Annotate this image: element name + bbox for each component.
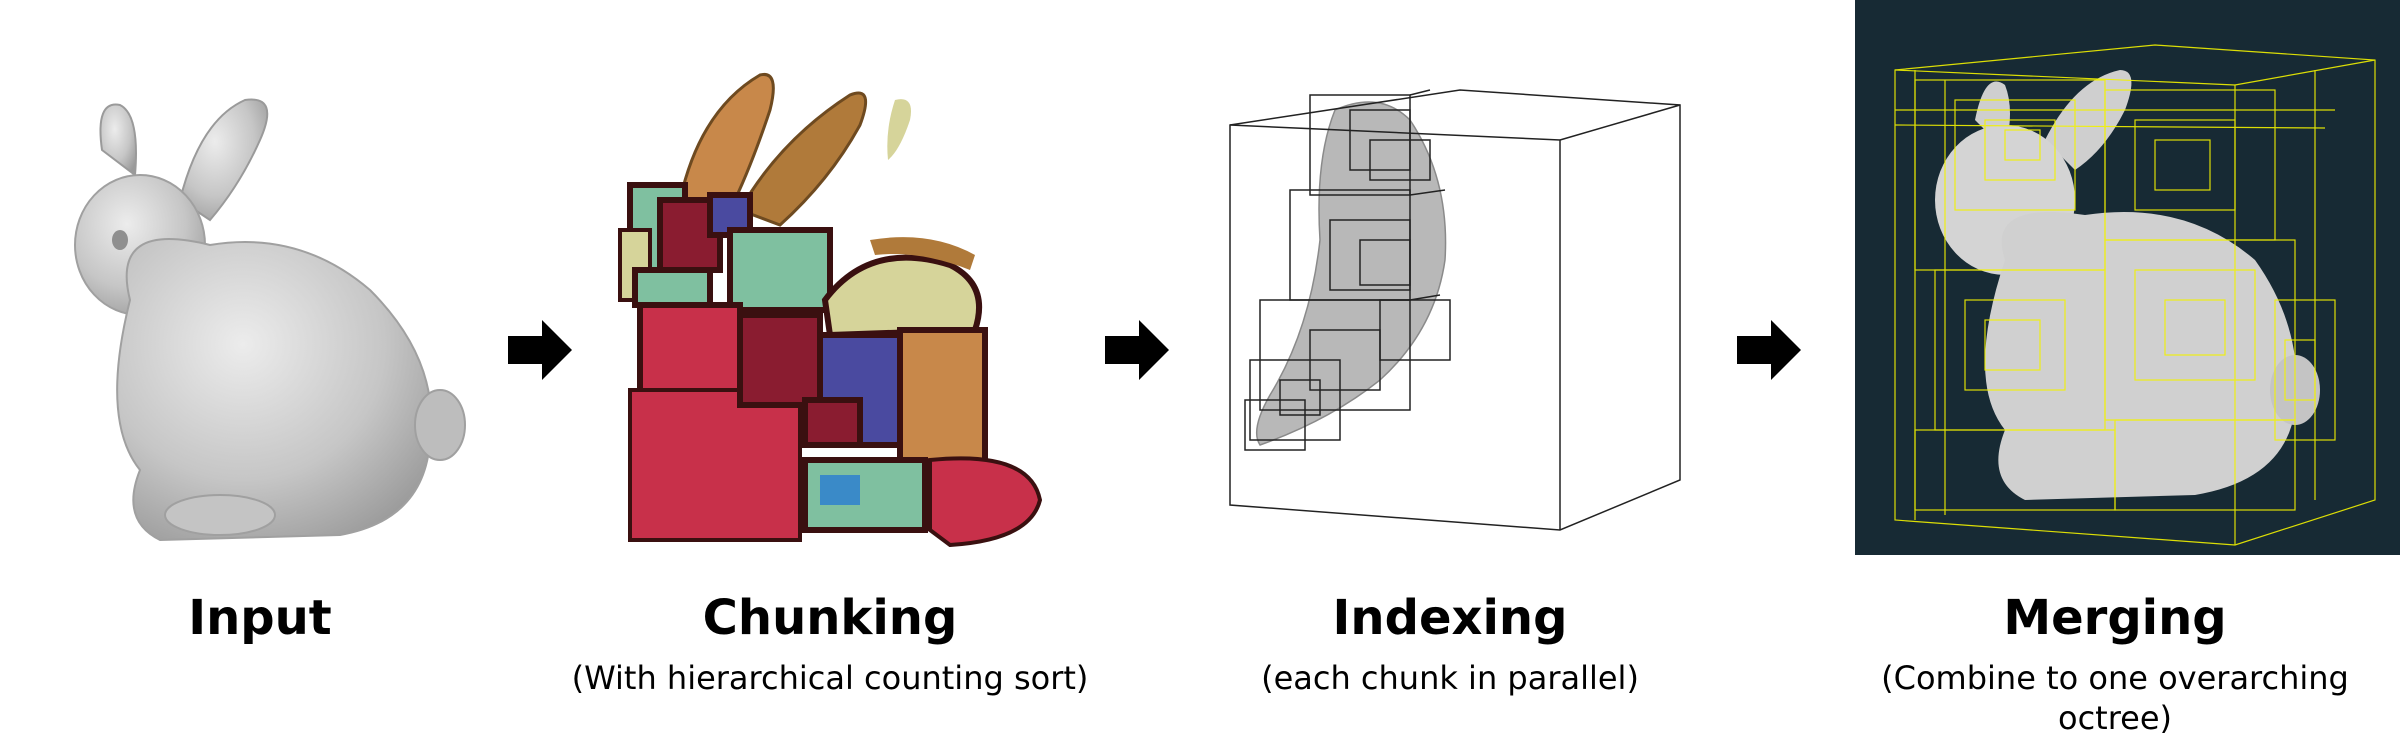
- right-arrow-icon: [1105, 320, 1169, 380]
- bunny-mesh-image: [74, 98, 466, 542]
- indexing-caption: Indexing (each chunk in parallel): [1190, 590, 1710, 698]
- input-caption: Input: [60, 590, 460, 646]
- step-subtitle: (each chunk in parallel): [1261, 659, 1639, 697]
- merged-octree-image: [1855, 0, 2400, 555]
- merging-caption: Merging (Combine to one overarching octr…: [1830, 590, 2400, 738]
- chunking-panel: [610, 0, 1070, 560]
- octree-chunk-image: [1229, 89, 1681, 531]
- step-title: Chunking: [702, 590, 958, 646]
- input-panel: [40, 0, 470, 560]
- indexing-panel: [1220, 0, 1690, 560]
- chunking-caption: Chunking (With hierarchical counting sor…: [570, 590, 1090, 698]
- step-title: Merging: [2003, 590, 2227, 646]
- step-subtitle: (Combine to one overarching octree): [1881, 659, 2349, 737]
- right-arrow-icon: [1737, 320, 1801, 380]
- merging-panel: [1855, 0, 2400, 560]
- step-title: Indexing: [1332, 590, 1568, 646]
- chunked-bunny-image: [618, 72, 1043, 548]
- step-subtitle: (With hierarchical counting sort): [571, 659, 1089, 697]
- step-title: Input: [188, 590, 332, 646]
- right-arrow-icon: [508, 320, 572, 380]
